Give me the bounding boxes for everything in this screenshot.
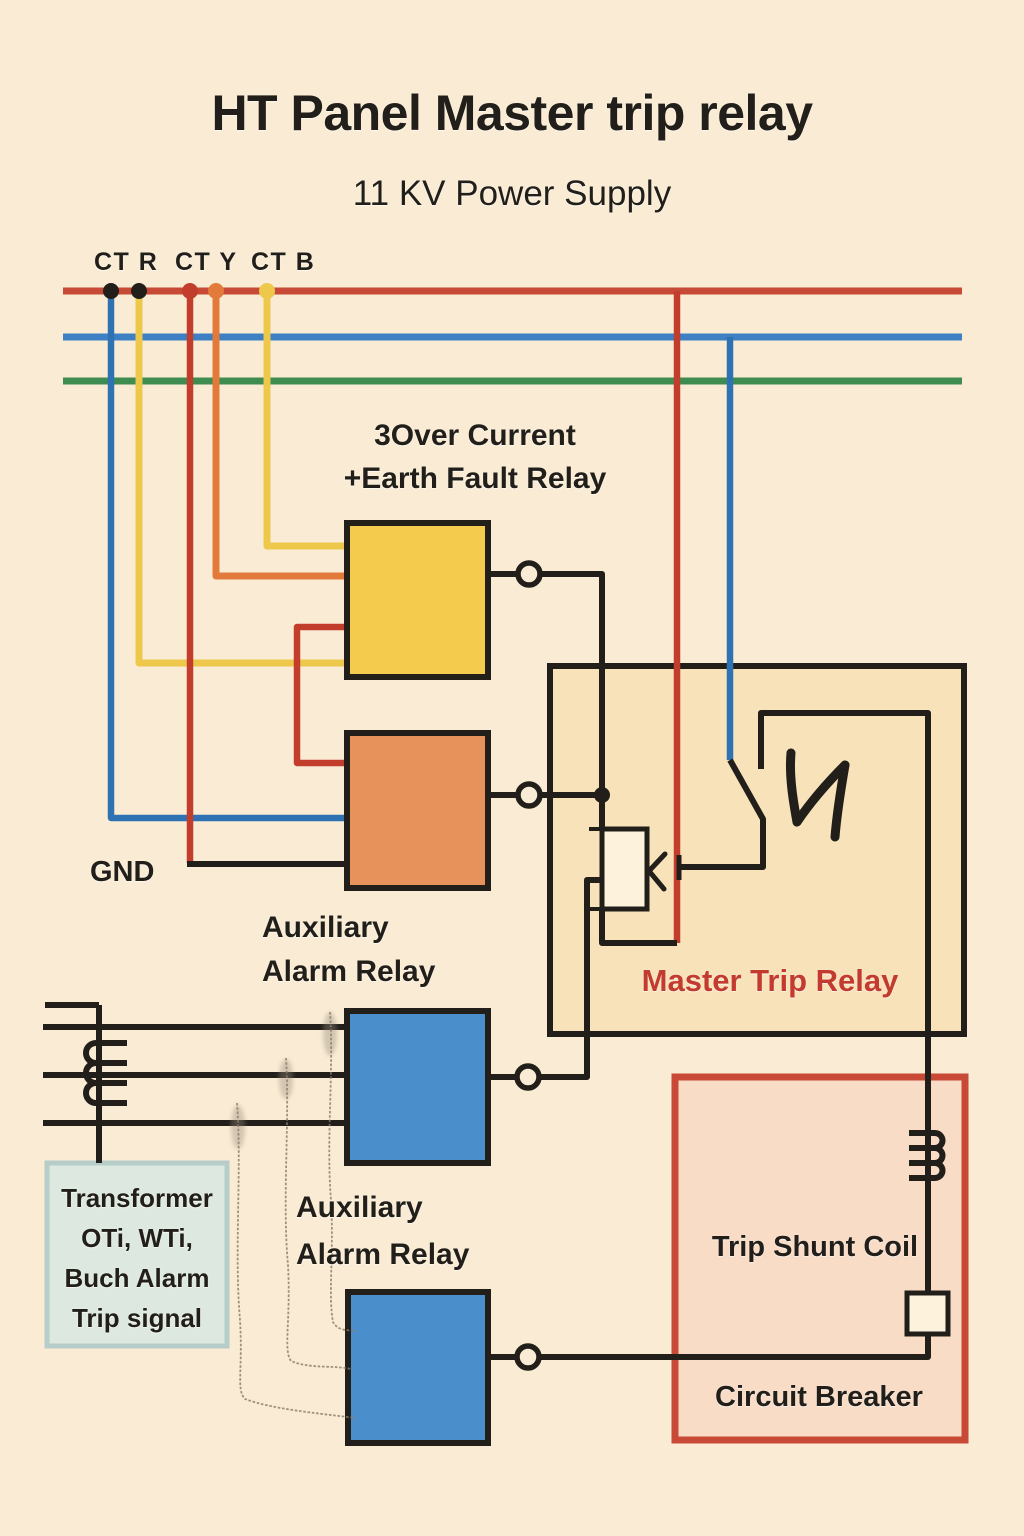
ct-y-label: CT Y (175, 248, 238, 276)
oc-relay-output-wire (540, 571, 605, 795)
shunt-coil-bars (909, 1130, 935, 1181)
trip-coil-return (599, 909, 677, 946)
relay-boxes (344, 520, 491, 1446)
breaker-contact-square (904, 1290, 951, 1337)
terminal-aux-lower (514, 1343, 542, 1371)
shunt-coil-loops (934, 1130, 946, 1181)
aux-alarm-relay-mid-box (344, 1008, 491, 1166)
trip-coil-element-box (599, 826, 650, 912)
aux-alarm-upper-label: Auxiliary Alarm Relay (262, 906, 435, 994)
pencil-annotation-lines (231, 1011, 357, 1419)
terminal-aux-mid (514, 1063, 542, 1091)
page-subtitle: 11 KV Power Supply (352, 174, 672, 213)
n-stroke-3 (830, 760, 850, 842)
bus-tap-dot-4 (208, 283, 224, 299)
aux-alarm-relay-lower-box (345, 1289, 491, 1446)
transformer-text-line2: OTi, WTi, (81, 1223, 193, 1253)
transformer-text-line4: Trip signal (71, 1303, 203, 1333)
bus-tap-dot-1 (103, 283, 119, 299)
transformer-signal-box (44, 1160, 230, 1349)
power-bus-lines (63, 287, 962, 385)
aux-alarm-lower-label: Auxiliary Alarm Relay (296, 1184, 469, 1278)
overcurrent-relay-label-line2: +Earth Fault Relay (343, 462, 607, 495)
coil-feed-junction-dot (594, 787, 610, 803)
ct-secondary-wires (107, 291, 734, 943)
handwritten-n-scribble (785, 748, 850, 842)
control-wires (43, 571, 931, 1360)
pencil-line-3 (236, 1102, 357, 1419)
circuit-breaker-label: Circuit Breaker (715, 1381, 923, 1413)
aux-alarm2-to-breaker-wire (540, 1334, 931, 1360)
junction-dots (103, 283, 610, 803)
trip-shunt-coil-label: Trip Shunt Coil (711, 1231, 919, 1263)
pencil-smudge-1 (323, 1012, 337, 1056)
ct-b-label: CT B (251, 248, 316, 276)
aux-alarm-upper-label-line1: Auxiliary (262, 911, 389, 944)
transformer-coil (83, 1040, 127, 1106)
wire-red-jumper (293, 623, 347, 767)
overcurrent-relay-label-line1: 3Over Current (374, 419, 576, 452)
transformer-text-line1: Transformer (61, 1183, 213, 1213)
transformer-coil-bars (96, 1040, 127, 1106)
bus-tap-dot-3 (182, 283, 198, 299)
wire-yellow-ct-2 (263, 291, 347, 550)
pencil-smudge-2 (279, 1059, 293, 1099)
aux-alarm1-to-coil-wire (540, 877, 602, 1080)
ct-r-label: CT R (94, 248, 159, 276)
wire-orange-ct (212, 291, 347, 580)
output-terminals (514, 560, 543, 1371)
terminal-oc-relay (515, 560, 543, 588)
wire-yellow-ct-1 (135, 291, 347, 667)
wire-blue-ct (107, 291, 347, 822)
terminal-aux-upper (515, 781, 543, 809)
trip-switch-arm (681, 758, 766, 870)
bus-tap-dot-2 (131, 283, 147, 299)
coil-actuator-arrow-icon (646, 851, 668, 892)
overcurrent-earth-fault-relay-box (344, 520, 491, 680)
switch-to-shunt-coil-wire (758, 710, 931, 1293)
master-trip-relay-label: Master Trip Relay (641, 963, 899, 998)
transformer-text-line3: Buch Alarm (64, 1263, 210, 1293)
overcurrent-relay-label: 3Over Current +Earth Fault Relay (310, 414, 640, 500)
aux-alarm-upper-label-line2: Alarm Relay (262, 955, 436, 988)
pencil-line-1 (328, 1011, 357, 1332)
aux-alarm-lower-label-line1: Auxiliary (296, 1191, 423, 1224)
gnd-label: GND (90, 856, 155, 888)
aux-alarm-relay-upper-box (344, 730, 491, 891)
pencil-line-2 (284, 1057, 352, 1370)
master-trip-coil (589, 826, 668, 912)
aux-alarm-lower-label-line2: Alarm Relay (296, 1238, 470, 1271)
transformer-coil-loops (83, 1040, 97, 1106)
bus-tap-dot-5 (259, 283, 275, 299)
page-title: HT Panel Master trip relay (211, 85, 813, 141)
transformer-box-text: Transformer OTi, WTi, Buch Alarm Trip si… (47, 1178, 227, 1338)
circuit-breaker-box (671, 1073, 969, 1444)
breaker-elements (904, 1130, 951, 1337)
